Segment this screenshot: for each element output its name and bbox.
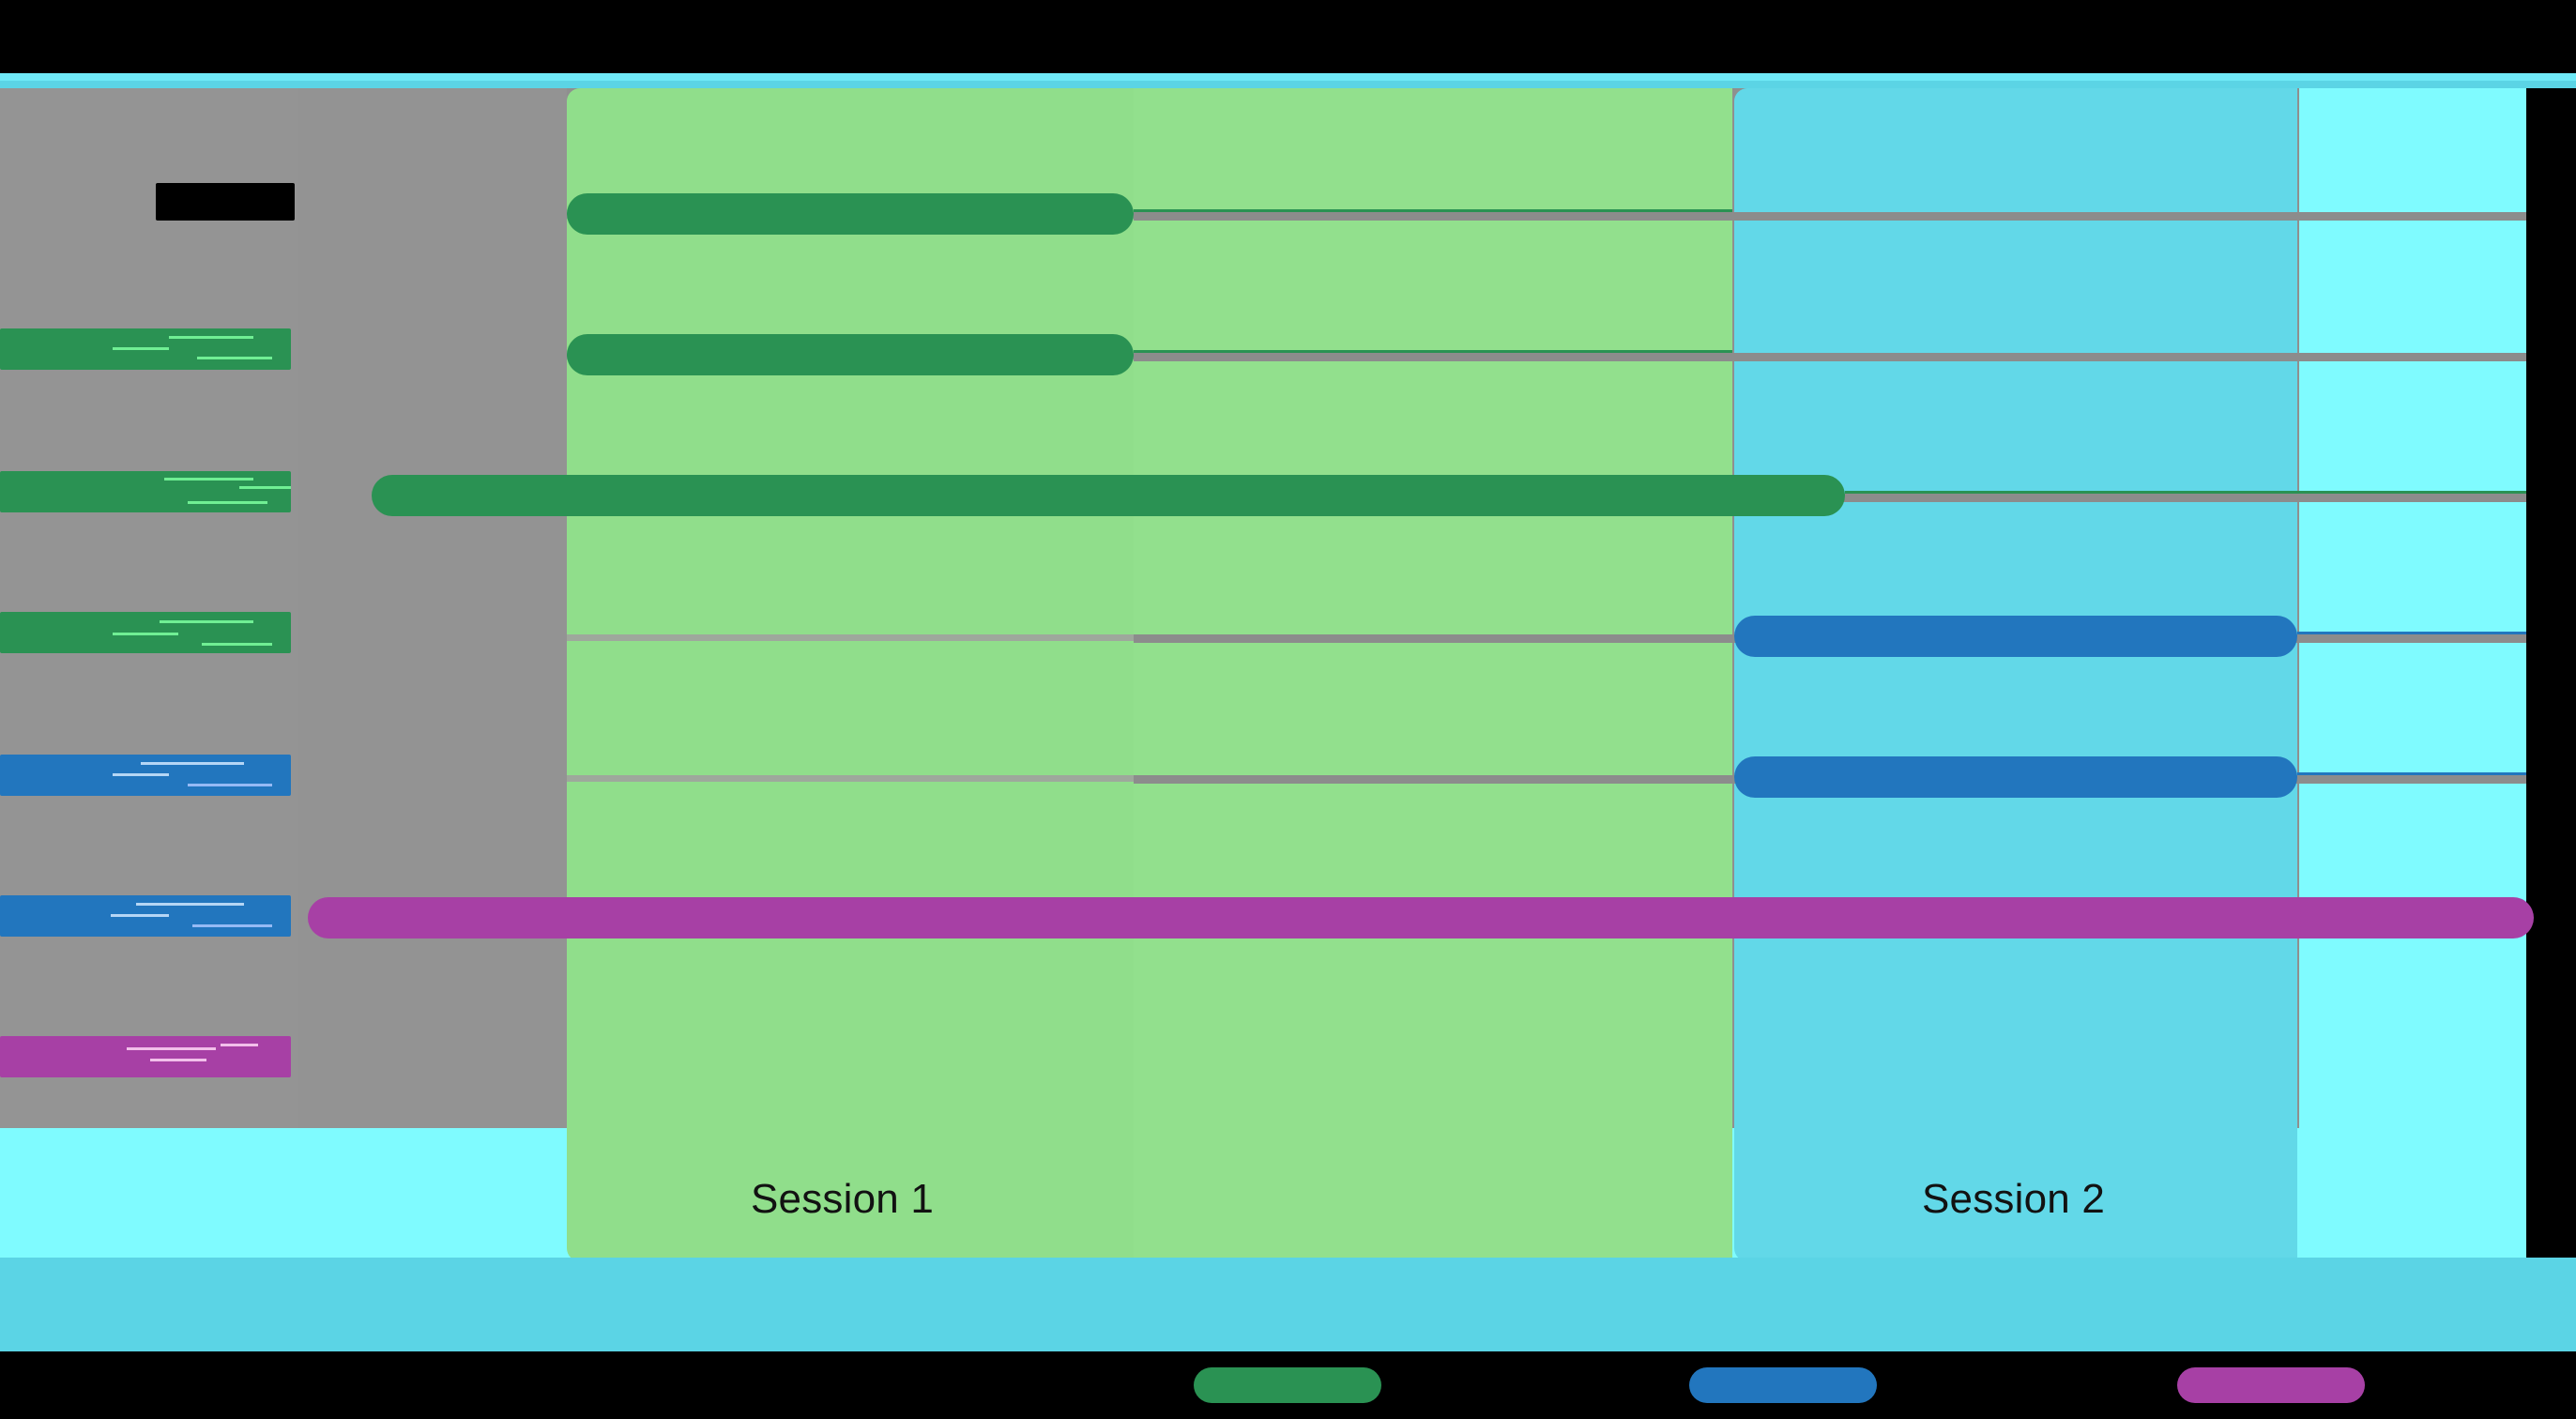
bar-row-4-body[interactable] <box>1734 616 2297 657</box>
row-label-5 <box>0 895 291 937</box>
session-band-1-right <box>1134 88 1732 1269</box>
frame-strip-top-inner <box>0 81 2576 88</box>
session-band-1-foot-right <box>1134 1128 1732 1261</box>
session-label-1: Session 1 <box>751 1176 935 1222</box>
gridline-row-4-left <box>567 634 1134 641</box>
row-label-1 <box>0 328 291 370</box>
gridline-row-2 <box>1134 353 2526 361</box>
row-label-3 <box>0 612 291 653</box>
legend-swatch-green[interactable] <box>1194 1367 1381 1403</box>
session-label-2: Session 2 <box>1922 1176 2106 1222</box>
row-label-2 <box>0 471 291 512</box>
gridline-over-row-5 <box>2297 775 2526 784</box>
gridline-over-row-1 <box>1134 212 1732 221</box>
bar-row-5-body[interactable] <box>1734 756 2297 798</box>
bar-row-6-body[interactable] <box>308 897 2534 938</box>
chart-canvas: Session 1 Session 2 <box>0 73 2576 1351</box>
label-gutter-inner <box>0 88 298 1128</box>
session-band-2-foot <box>1734 1128 2297 1261</box>
session-band-3 <box>2299 88 2526 1269</box>
gridline-row-5-left <box>567 775 1134 782</box>
legend-swatch-magenta[interactable] <box>2177 1367 2365 1403</box>
session-band-3-foot <box>2299 1128 2526 1261</box>
bar-row-1-body[interactable] <box>567 193 1134 235</box>
row-label-6 <box>0 1036 291 1077</box>
gridline-row-1 <box>1134 212 2526 221</box>
gridline-over-row-4 <box>2297 634 2526 643</box>
top-black-bar <box>0 0 2576 73</box>
legend-swatch-blue[interactable] <box>1689 1367 1877 1403</box>
bar-row-2-body[interactable] <box>567 334 1134 375</box>
bar-row-3-body[interactable] <box>372 475 1845 516</box>
chart-title-redacted <box>156 183 295 221</box>
gridline-over-row-2 <box>1134 353 1732 361</box>
session-band-2 <box>1734 88 2297 1269</box>
gridline-over-row-3 <box>1845 494 2526 502</box>
row-label-4 <box>0 755 291 796</box>
frame-strip-bottom-inner <box>0 1269 2576 1351</box>
legend <box>0 1351 2576 1419</box>
